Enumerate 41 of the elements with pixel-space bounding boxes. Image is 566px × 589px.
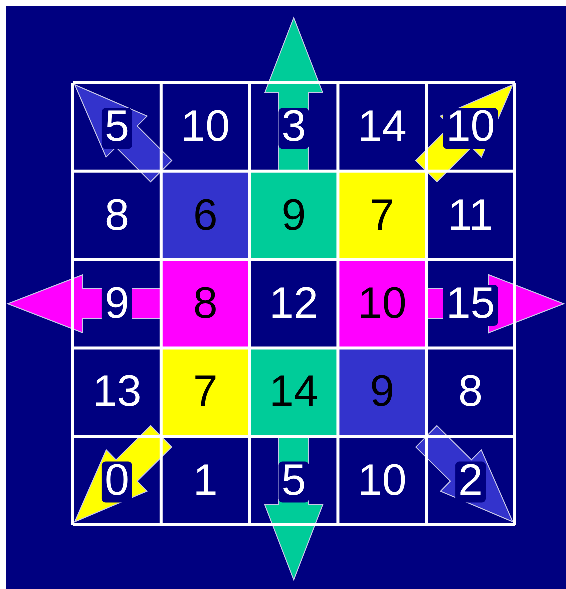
- block-arrow: [426, 274, 566, 334]
- cell-number: 9: [370, 370, 395, 414]
- cell-number: 7: [370, 194, 395, 238]
- cell-number: 6: [193, 194, 218, 238]
- cell-number: 10: [181, 105, 230, 150]
- colored-grid-cell: [161, 348, 250, 437]
- cell-number: 7: [193, 370, 218, 414]
- colored-grid-cell: [161, 260, 250, 348]
- block-arrow: [264, 16, 324, 172]
- colored-grid-cell: [338, 348, 427, 437]
- colored-grid-cell: [338, 260, 427, 348]
- cell-number: 10: [358, 282, 407, 326]
- cell-number: 12: [270, 282, 318, 326]
- colored-grid-cell: [250, 348, 338, 437]
- cell-number: 8: [104, 194, 130, 238]
- cell-number: 14: [270, 370, 318, 414]
- colored-grid-cell: [161, 171, 250, 260]
- cell-number: 8: [193, 282, 218, 326]
- cell-number: 3: [282, 105, 306, 150]
- cell-number: 5: [104, 105, 130, 150]
- cell-number: 9: [104, 282, 130, 326]
- cell-number: 14: [358, 105, 407, 150]
- block-arrow: [74, 84, 173, 183]
- block-arrow: [415, 84, 514, 183]
- colored-grid-cell: [250, 171, 338, 260]
- cell-number: 15: [446, 282, 496, 326]
- cell-number: 11: [448, 194, 494, 238]
- cell-number: 2: [458, 458, 484, 503]
- cell-number: 0: [104, 458, 130, 503]
- colored-grid-cell: [338, 171, 427, 260]
- cell-number: 5: [282, 458, 306, 503]
- cell-number: 13: [92, 370, 142, 414]
- cell-number: 9: [282, 194, 306, 238]
- cell-number: 10: [358, 458, 407, 503]
- block-arrow: [264, 436, 324, 582]
- cell-number: 8: [458, 370, 484, 414]
- block-arrow: [6, 274, 162, 334]
- cell-number: 10: [446, 105, 496, 150]
- cell-number: 1: [193, 458, 218, 503]
- block-arrow: [415, 425, 514, 523]
- block-arrow: [74, 425, 173, 523]
